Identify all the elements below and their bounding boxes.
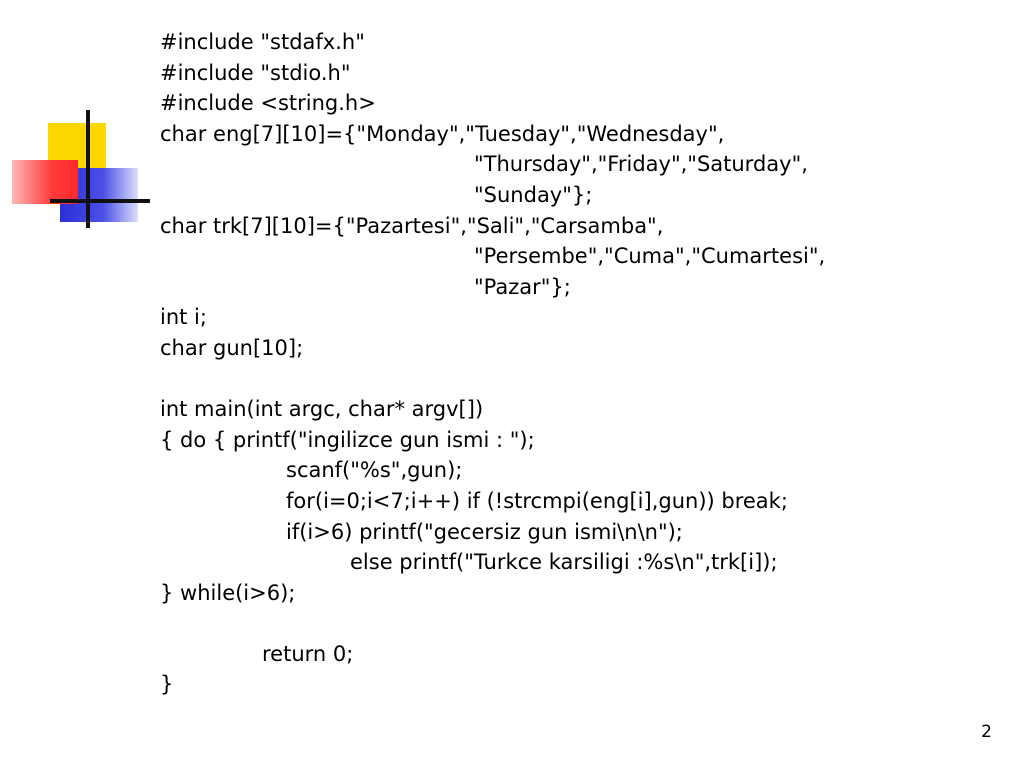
code-line: char eng[7][10]={"Monday","Tuesday","Wed… xyxy=(160,121,725,146)
code-line: char trk[7][10]={"Pazartesi","Sali","Car… xyxy=(160,213,664,238)
decor-vertical-line xyxy=(86,110,90,228)
page-number: 2 xyxy=(981,722,992,742)
code-line: "Sunday"}; xyxy=(474,182,593,207)
decor-horizontal-line xyxy=(50,199,150,203)
code-listing: #include "stdafx.h" #include "stdio.h" #in… xyxy=(160,27,825,700)
code-line: #include "stdio.h" xyxy=(160,60,351,85)
code-line xyxy=(160,608,825,639)
code-line: "Persembe","Cuma","Cumartesi", xyxy=(474,244,826,269)
code-line: } while(i>6); xyxy=(160,580,296,605)
code-line: } xyxy=(160,672,174,697)
code-line: scanf("%s",gun); xyxy=(286,458,463,483)
code-line: if(i>6) printf("gecersiz gun ismi\n\n"); xyxy=(286,519,683,544)
code-line: #include "stdafx.h" xyxy=(160,30,365,54)
code-line: int i; xyxy=(160,305,207,330)
decor-red-square xyxy=(12,160,78,204)
code-line: "Thursday","Friday","Saturday", xyxy=(474,152,808,177)
code-line: int main(int argc, char* argv[]) xyxy=(160,397,484,422)
code-line: else printf("Turkce karsiligi :%s\n",trk… xyxy=(350,550,778,575)
slide-decoration xyxy=(0,0,160,240)
code-line xyxy=(160,364,825,395)
code-line: "Pazar"}; xyxy=(474,274,571,299)
code-line: for(i=0;i<7;i++) if (!strcmpi(eng[i],gun… xyxy=(286,488,788,513)
code-line: char gun[10]; xyxy=(160,335,304,360)
code-line: return 0; xyxy=(262,641,354,666)
code-line: #include <string.h> xyxy=(160,91,376,116)
code-line: { do { printf("ingilizce gun ismi : "); xyxy=(160,427,535,452)
